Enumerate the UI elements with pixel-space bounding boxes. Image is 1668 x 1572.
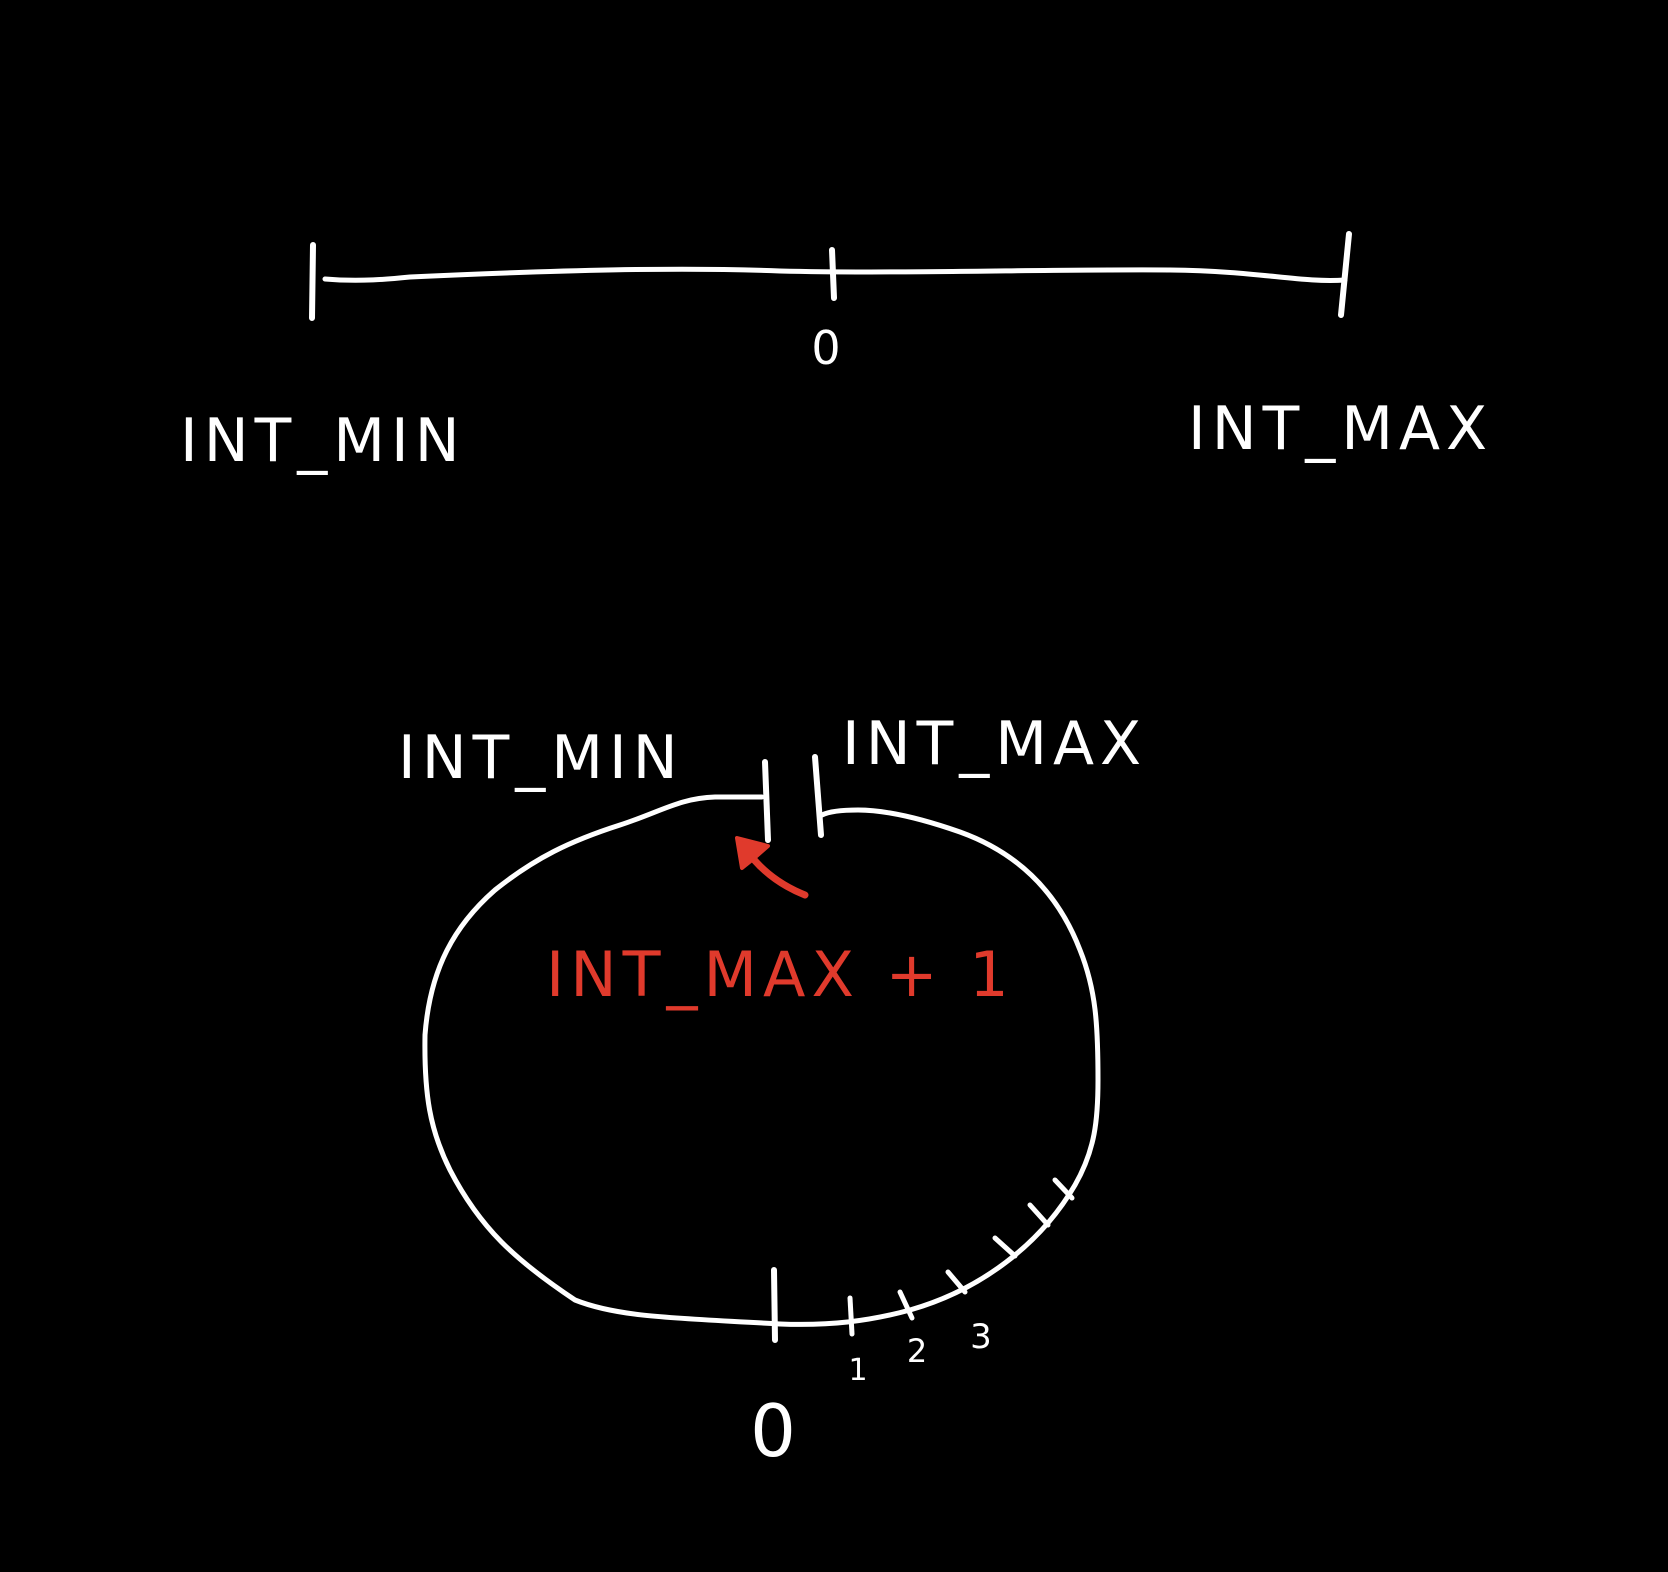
- circle-tick-int-max: [812, 754, 824, 838]
- wraparound-circle: INT_MIN INT_MAX 0 1 2 3: [398, 709, 1147, 1473]
- number-line-label-int-min: INT_MIN: [180, 406, 466, 476]
- overflow-label: INT_MAX + 1: [546, 938, 1015, 1011]
- number-line-tick-left: [309, 242, 316, 321]
- circle-label-two: 2: [907, 1332, 933, 1370]
- circle-tick-six: [1052, 1177, 1075, 1201]
- circle-tick-three: [945, 1269, 968, 1295]
- circle-label-one: 1: [848, 1353, 873, 1388]
- number-line-label-zero: 0: [811, 321, 846, 375]
- circle-tick-four: [992, 1235, 1018, 1259]
- circle-label-three: 3: [970, 1317, 998, 1357]
- circle-loop-right: [777, 807, 1101, 1327]
- circle-tick-zero: [771, 1267, 778, 1343]
- circle-label-int-min: INT_MIN: [398, 723, 684, 793]
- circle-label-int-max: INT_MAX: [842, 709, 1147, 779]
- number-line-tick-center: [829, 247, 837, 301]
- number-line-axis: [322, 266, 1348, 283]
- number-line-tick-right: [1338, 231, 1352, 318]
- number-line-label-int-max: INT_MAX: [1188, 394, 1493, 464]
- circle-tick-int-min: [762, 759, 771, 843]
- circle-tick-five: [1027, 1202, 1051, 1228]
- overflow-arrow-head: [735, 836, 770, 870]
- circle-tick-two: [897, 1289, 915, 1321]
- overflow-annotation: INT_MAX + 1: [546, 836, 1015, 1011]
- circle-tick-one: [847, 1295, 855, 1337]
- number-line: 0 INT_MIN INT_MAX: [180, 231, 1493, 476]
- circle-label-zero: 0: [750, 1389, 802, 1473]
- circle-loop-left: [422, 794, 783, 1327]
